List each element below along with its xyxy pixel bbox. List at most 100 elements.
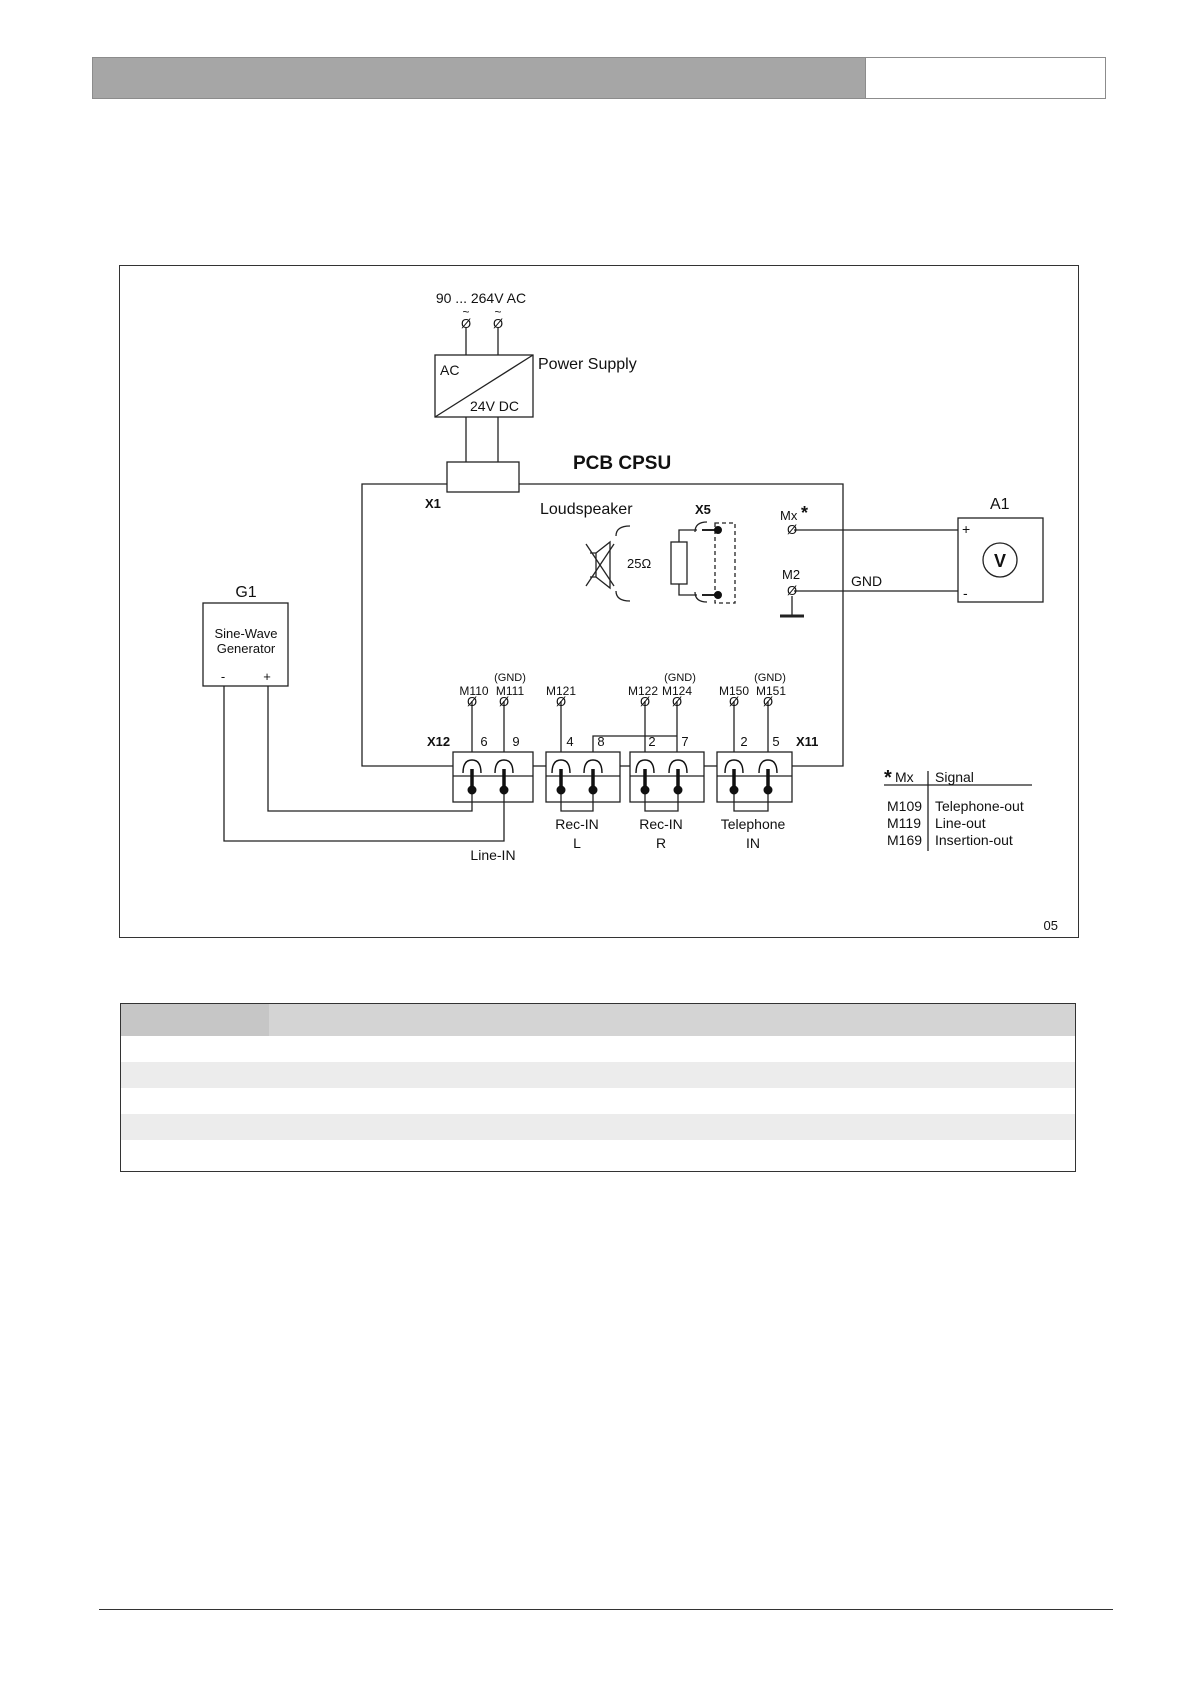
resistor-25-ohm: [670, 541, 688, 585]
g1-generator-box: [202, 602, 289, 687]
mx-label: Mx: [780, 508, 798, 523]
contact-pin-head: [640, 785, 650, 795]
header-white-block: [865, 58, 1105, 98]
legend-col-mx: Mx: [895, 769, 914, 785]
ps-dc-label: 24V DC: [470, 398, 519, 414]
contact-pin-head: [673, 785, 683, 795]
resistor-lead-top: [678, 529, 697, 542]
power-supply-box: [434, 354, 534, 418]
speaker-body: [590, 552, 597, 578]
rec-in-r-label: Rec-IN: [639, 816, 683, 832]
x1-connector: [446, 461, 520, 493]
g1-plus: +: [263, 669, 271, 684]
tp-m110-terminal: Ø: [467, 694, 477, 709]
contact-arc: [635, 759, 655, 774]
contact-arc: [724, 759, 744, 774]
footer-rule: [99, 1609, 1113, 1610]
table-row: [121, 1114, 1075, 1140]
x12-housing-line-in: [452, 751, 534, 803]
speaker-contact-top: [615, 525, 631, 537]
x12-pin-2: 2: [648, 734, 655, 749]
tilde-1: ~: [462, 305, 469, 319]
g1-label: G1: [235, 584, 256, 601]
tp-m122-terminal: Ø: [640, 694, 650, 709]
legend-row3-signal: Insertion-out: [935, 832, 1013, 848]
gnd-note-m124: (GND): [664, 672, 696, 684]
x12-pin-8: 8: [597, 734, 604, 749]
legend-row2-m: M119: [887, 815, 921, 831]
table-row: [121, 1062, 1075, 1088]
x1-label: X1: [425, 496, 441, 511]
tp-m121-terminal: Ø: [556, 694, 566, 709]
power-supply-diagonal: [434, 354, 534, 418]
legend-row3-m: M169: [887, 832, 922, 848]
x11-housing-telephone: [716, 751, 793, 803]
tp-m124-terminal: Ø: [672, 694, 682, 709]
table-header-cell: [121, 1004, 269, 1036]
contact-pin-head: [588, 785, 598, 795]
tp-m150-terminal: Ø: [729, 694, 739, 709]
loudspeaker-label: Loudspeaker: [540, 501, 633, 518]
gnd-note-m111: (GND): [494, 672, 526, 684]
gnd-label: GND: [851, 573, 882, 589]
x11-label: X11: [796, 734, 818, 749]
x12-pin-6: 6: [480, 734, 487, 749]
ps-ac-label: AC: [440, 362, 459, 378]
resistor-lead-bottom: [678, 584, 697, 596]
rec-in-l-label: Rec-IN: [555, 816, 599, 832]
x5-contact-bottom: [694, 591, 708, 603]
figure-number: 05: [1044, 918, 1058, 933]
tp-m110: M110: [459, 684, 488, 698]
legend-col-signal: Signal: [935, 769, 974, 785]
pcb-outline-left: [361, 483, 453, 767]
m2-label: M2: [782, 567, 800, 582]
pcb-outline-right: [519, 483, 844, 767]
resistor-label: 25Ω: [627, 556, 651, 571]
x12-pin-9: 9: [512, 734, 519, 749]
contact-pin-head: [499, 785, 509, 795]
table-header-row: [121, 1004, 1075, 1036]
circuit-diagram: 90 ... 264V AC ~ ~ Ø Ø AC 24V DC Power S…: [119, 265, 1079, 938]
tp-m124: M124: [662, 684, 692, 698]
x11-pin-5: 5: [772, 734, 779, 749]
g1-plus-wire: [267, 686, 473, 812]
x5-jumper-dot: [714, 526, 722, 534]
x11-pin-2: 2: [740, 734, 747, 749]
contact-pin-head: [556, 785, 566, 795]
m2-terminal: Ø: [787, 583, 797, 598]
empty-table: [120, 1003, 1076, 1172]
voltmeter-circle: [982, 542, 1018, 578]
rec-in-l-side: L: [573, 835, 581, 851]
contact-arc: [494, 759, 514, 774]
supply-voltage-label: 90 ... 264V AC: [436, 290, 526, 306]
mains-terminal-1: Ø: [461, 316, 471, 331]
contact-arc: [758, 759, 778, 774]
tel-bridge: [733, 791, 769, 812]
mains-terminal-2: Ø: [493, 316, 503, 331]
contact-pin-head: [763, 785, 773, 795]
rec-r-bridge: [644, 791, 679, 812]
tilde-2: ~: [494, 305, 501, 319]
tp-m111-terminal: Ø: [499, 694, 509, 709]
pcb-title: PCB CPSU: [573, 453, 671, 474]
x12-pin-4: 4: [566, 734, 573, 749]
telephone-label: Telephone: [721, 816, 786, 832]
g1-minus: -: [221, 669, 225, 684]
power-supply-label: Power Supply: [538, 356, 637, 373]
speaker-contact-bottom: [615, 590, 631, 602]
a1-minus: -: [963, 585, 968, 601]
contact-arc: [551, 759, 571, 774]
legend-asterisk: *: [884, 767, 892, 789]
g1-minus-wire: [223, 686, 505, 842]
contact-arc: [583, 759, 603, 774]
voltmeter-v: V: [994, 551, 1006, 571]
mx-terminal: Ø: [787, 522, 797, 537]
rec-l-bridge: [560, 791, 594, 812]
header-grey-block: [93, 58, 865, 98]
gnd-note-m151: (GND): [754, 672, 786, 684]
x12-label: X12: [427, 734, 450, 749]
tp-m122: M122: [628, 684, 658, 698]
contact-pin-head: [729, 785, 739, 795]
g1-line2: Generator: [217, 641, 276, 656]
circuit-diagram-svg: 90 ... 264V AC ~ ~ Ø Ø AC 24V DC Power S…: [202, 290, 1058, 933]
